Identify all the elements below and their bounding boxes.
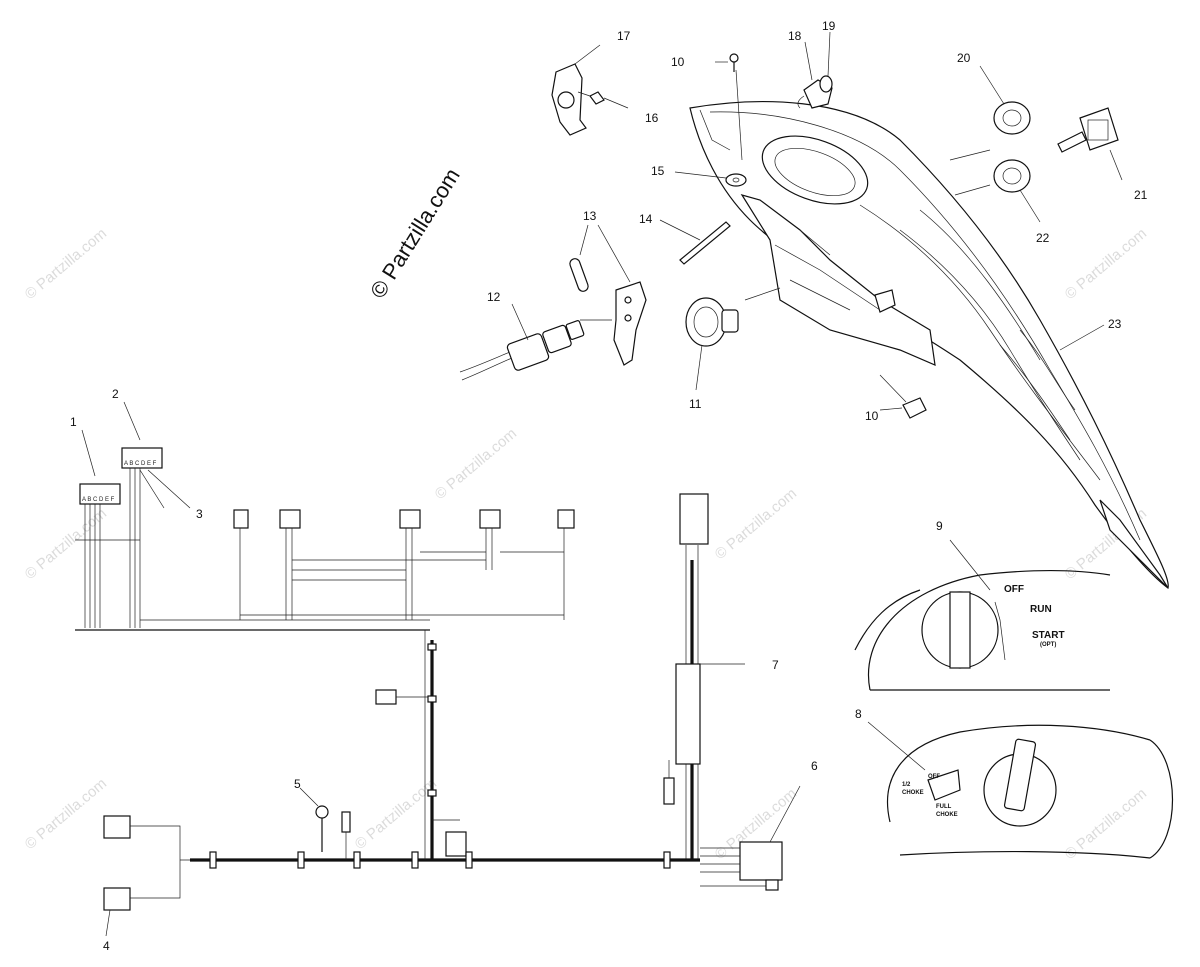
- watermark: © Partzilla.com: [22, 775, 110, 853]
- watermark: © Partzilla.com: [22, 225, 110, 303]
- main-watermark: © Partzilla.com: [365, 164, 465, 303]
- connector: [121, 447, 163, 469]
- callout-21: 21: [1134, 188, 1148, 202]
- callout-20: 20: [957, 51, 971, 65]
- callout-3: 3: [196, 507, 203, 521]
- washer: [674, 171, 747, 187]
- callout-14: 14: [639, 212, 653, 226]
- full-choke-label-2: CHOKE: [936, 812, 958, 818]
- callout-10: 10: [671, 55, 685, 69]
- full-choke-label-1: FULL: [936, 804, 952, 810]
- half-choke-label-1: 1/2: [902, 782, 911, 788]
- pin-and-lever: [569, 224, 647, 366]
- nut: [993, 159, 1041, 223]
- screw: [879, 374, 927, 419]
- callout-12: 12: [487, 290, 501, 304]
- cable-switch: [459, 303, 585, 381]
- callout-10: 10: [865, 409, 879, 423]
- callout-11: 11: [689, 397, 702, 411]
- callout-13: 13: [583, 209, 597, 223]
- key-switch-panel: OFF RUN START (OPT): [854, 539, 1111, 691]
- bracket: [551, 44, 601, 136]
- strip: [659, 219, 731, 265]
- connector-pin-labels: A B C D E F: [124, 461, 157, 467]
- callout-18: 18: [788, 29, 802, 43]
- wiring-harness: A B C D E F A B C D E F: [75, 401, 801, 937]
- callout-22: 22: [1036, 231, 1050, 245]
- callout-7: 7: [772, 658, 779, 672]
- callout-labels: 1 2 3 4 5 6 7 8 9 10 10 11 12 13 14 15 1…: [70, 19, 1148, 953]
- bulb-socket: [797, 31, 833, 109]
- callout-16: 16: [645, 111, 659, 125]
- callout-5: 5: [294, 777, 301, 791]
- callout-19: 19: [822, 19, 836, 33]
- key-switch-run-label: RUN: [1030, 604, 1052, 615]
- callout-15: 15: [651, 164, 665, 178]
- half-choke-label-2: CHOKE: [902, 790, 924, 796]
- toggle-switch: [685, 287, 781, 391]
- nut: [979, 65, 1031, 135]
- callout-9: 9: [936, 519, 943, 533]
- choke-off-label: OFF: [928, 774, 940, 780]
- callout-17: 17: [617, 29, 631, 43]
- callout-6: 6: [811, 759, 818, 773]
- key-switch-off-label: OFF: [1004, 584, 1024, 595]
- choke-panel: OFF 1/2 CHOKE FULL CHOKE: [867, 721, 1173, 859]
- watermark: © Partzilla.com: [1062, 785, 1150, 863]
- watermark: © Partzilla.com: [1062, 225, 1150, 303]
- watermark: © Partzilla.com: [432, 425, 520, 503]
- watermark: © Partzilla.com: [352, 775, 440, 853]
- callout-8: 8: [855, 707, 862, 721]
- key-switch-start-label: START: [1032, 630, 1065, 641]
- key-switch-start-note: (OPT): [1040, 642, 1056, 648]
- callout-23: 23: [1108, 317, 1122, 331]
- callout-2: 2: [112, 387, 119, 401]
- screw: [715, 53, 743, 161]
- callout-4: 4: [103, 939, 110, 953]
- watermark: © Partzilla.com: [712, 485, 800, 563]
- key: [1057, 107, 1123, 181]
- screw: [577, 91, 629, 109]
- callout-1: 1: [70, 415, 77, 429]
- console-cover: [689, 101, 1169, 590]
- connector-pin-labels: A B C D E F: [82, 497, 115, 503]
- watermark: © Partzilla.com: [22, 505, 110, 583]
